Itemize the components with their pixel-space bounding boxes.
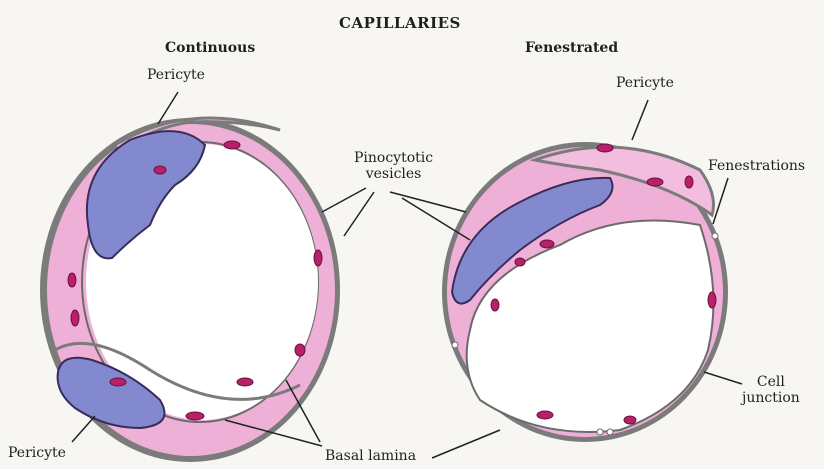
continuous-capillary <box>40 118 340 462</box>
basal-lamina-label: Basal lamina <box>325 448 416 464</box>
continuous-heading: Continuous <box>165 40 255 56</box>
fenestrated-capillary <box>442 142 728 442</box>
fenestrated-pericyte-label: Pericyte <box>616 75 674 91</box>
diagram-title: CAPILLARIES <box>339 15 461 31</box>
cell-junction-label: Cell junction <box>742 374 800 406</box>
cell-junction-line1: Cell <box>742 374 800 390</box>
fenestrated-heading: Fenestrated <box>525 40 618 56</box>
pinocytotic-vesicles-label: Pinocytotic vesicles <box>354 150 433 182</box>
cell-junction-line2: junction <box>742 390 800 406</box>
fenestrations-label: Fenestrations <box>708 158 805 174</box>
continuous-pericyte-top-label: Pericyte <box>147 67 205 83</box>
continuous-pericyte-bottom-label: Pericyte <box>8 445 66 461</box>
pinocytotic-line2: vesicles <box>354 166 433 182</box>
pinocytotic-line1: Pinocytotic <box>354 150 433 166</box>
